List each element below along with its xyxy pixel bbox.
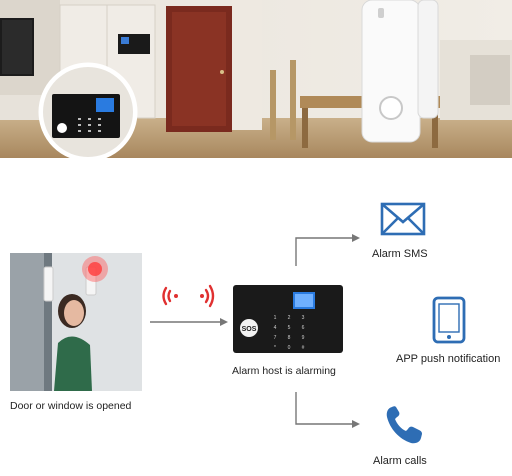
sos-label: SOS (242, 326, 257, 333)
alarm-host-panel: SOS 1 2 3 4 5 6 7 8 9 * 0 # (233, 285, 343, 353)
door-opened-label: Door or window is opened (10, 400, 132, 412)
keypad-key: 1 (274, 315, 277, 321)
keypad-key: # (302, 345, 305, 351)
keypad-key: 2 (288, 315, 291, 321)
alarm-calls-label: Alarm calls (373, 455, 427, 467)
keypad-key: * (274, 345, 276, 351)
branch-connector (295, 234, 360, 428)
door-opened-photo (10, 253, 142, 391)
keypad-key: 7 (274, 335, 277, 341)
room-photo-banner (0, 0, 512, 158)
alarm-sms-label: Alarm SMS (372, 248, 428, 260)
keypad-key: 4 (274, 325, 277, 331)
keypad-key: 5 (288, 325, 291, 331)
smartphone-icon (432, 296, 466, 344)
door-sensor-product-image (361, 0, 439, 143)
app-push-label: APP push notification (396, 353, 501, 365)
keypad-key: 3 (302, 315, 305, 321)
sos-button (240, 319, 258, 337)
keypad-key: 9 (302, 335, 305, 341)
wireless-signal-icon (162, 284, 215, 308)
arrow-to-host (150, 318, 228, 326)
keypad-key: 6 (302, 325, 305, 331)
envelope-icon (380, 202, 426, 236)
host-alarming-label: Alarm host is alarming (232, 365, 336, 377)
phone-icon (386, 406, 422, 444)
keypad-key: 8 (288, 335, 291, 341)
keypad-key: 0 (288, 345, 291, 351)
